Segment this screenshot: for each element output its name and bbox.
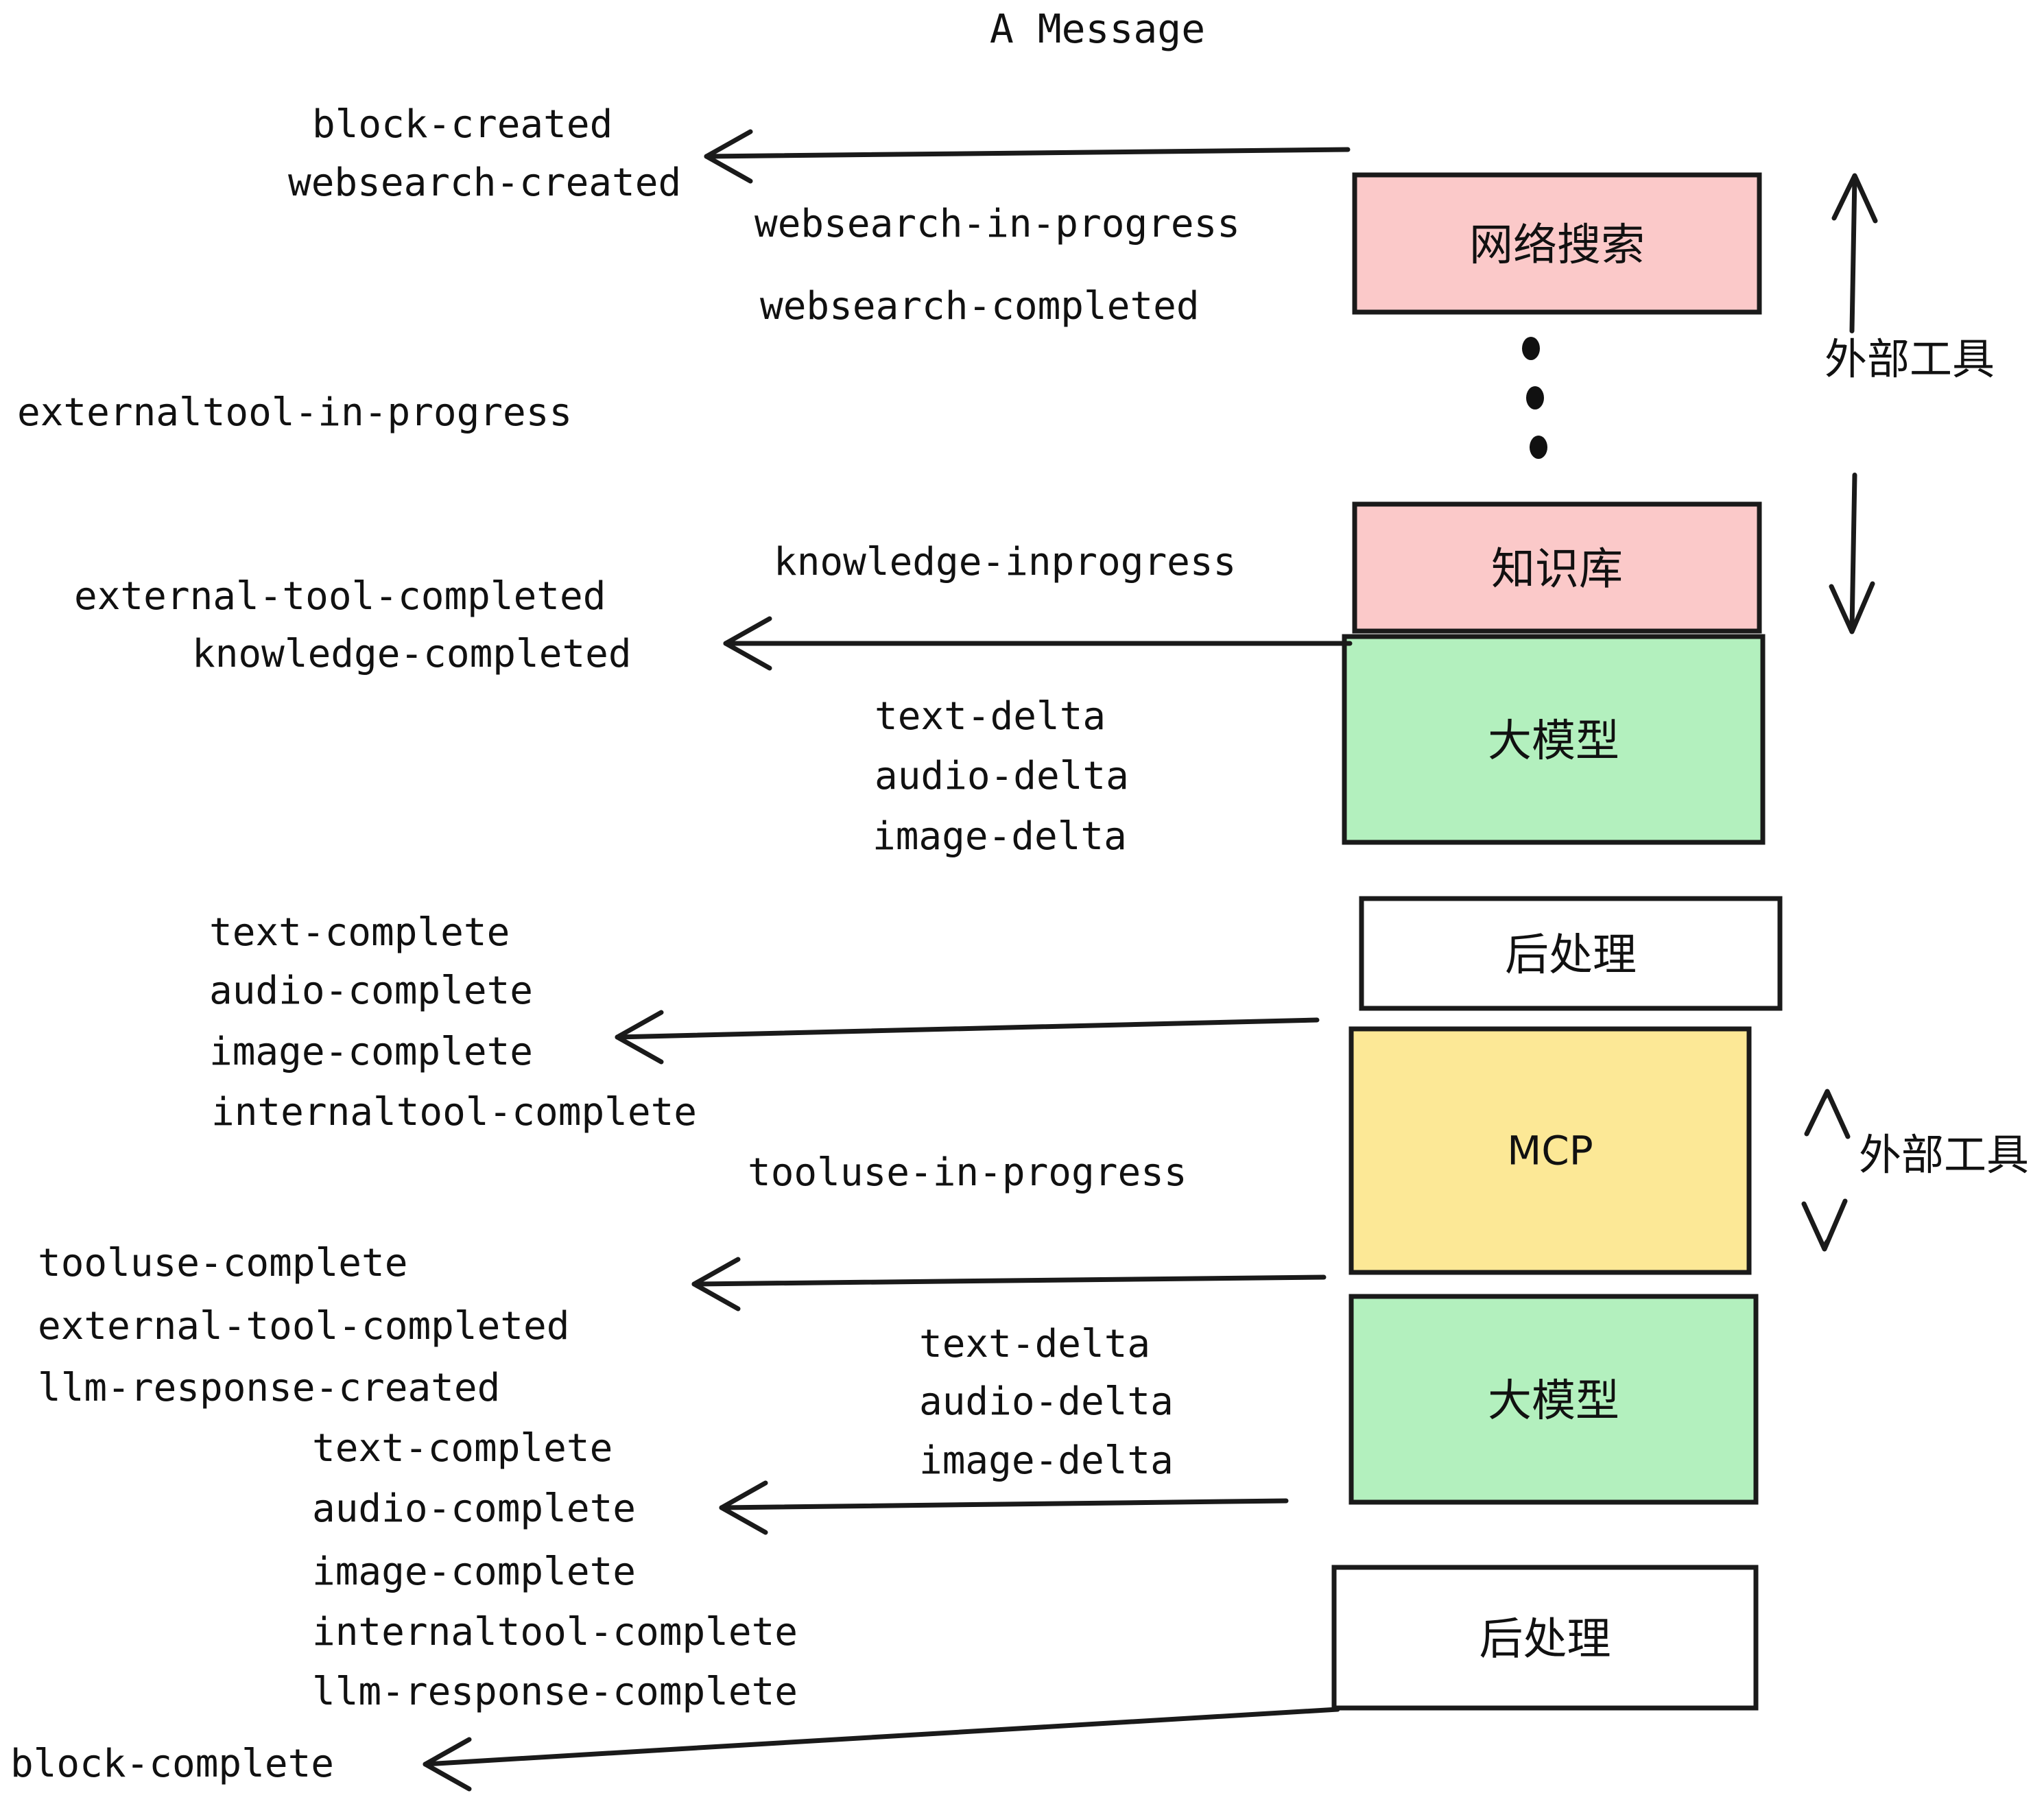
event-label-knowledge-completed: knowledge-completed	[192, 632, 632, 676]
arrow-block-created-head-icon	[704, 129, 753, 184]
ellipsis-dot-group	[1522, 337, 1547, 459]
node-box-label-llm-bottom: 大模型	[1488, 1376, 1619, 1427]
ellipsis-dot-1-icon	[1522, 337, 1540, 360]
arrow-image-complete-line	[615, 1017, 1320, 1040]
event-label-text-complete-1: text-complete	[209, 910, 510, 955]
event-label-llm-response-created: llm-response-created	[38, 1366, 500, 1410]
node-box-websearch: 网络搜索	[1352, 172, 1762, 315]
node-box-llm-top: 大模型	[1342, 634, 1766, 845]
event-label-text-delta-2: text-delta	[919, 1322, 1150, 1366]
side-annotation-label-external-tool-top: 外部工具	[1825, 334, 1995, 384]
arrow-tooluse-complete-head-icon	[691, 1257, 741, 1312]
event-label-tooluse-complete: tooluse-complete	[38, 1241, 407, 1285]
arrow-knowledge-completed	[723, 616, 1353, 671]
arrow-block-complete	[423, 1707, 1340, 1792]
node-box-label-post-bottom: 后处理	[1479, 1615, 1611, 1665]
external-tool-top-down-arrowhead-icon	[1829, 581, 1875, 634]
event-label-internaltool-complete-2: internaltool-complete	[312, 1610, 798, 1654]
event-label-external-tool-completed-2: external-tool-completed	[38, 1304, 569, 1349]
event-label-text-delta-1: text-delta	[875, 694, 1106, 739]
diagram-title: A Message	[990, 5, 1205, 52]
event-label-image-complete-2: image-complete	[312, 1550, 636, 1594]
event-label-internaltool-complete-1: internaltool-complete	[211, 1090, 697, 1135]
ellipsis-dot-2-icon	[1526, 386, 1544, 410]
event-label-websearch-in-progress: websearch-in-progress	[754, 202, 1240, 246]
event-label-websearch-completed: websearch-completed	[760, 284, 1200, 329]
arrow-block-complete-head-icon	[423, 1737, 472, 1792]
arrow-image-complete-head-icon	[615, 1010, 664, 1065]
event-label-llm-response-complete: llm-response-complete	[312, 1670, 798, 1714]
event-label-audio-delta-1: audio-delta	[875, 754, 1129, 798]
node-box-post-top: 后处理	[1359, 896, 1783, 1011]
node-box-label-mcp: MCP	[1507, 1128, 1593, 1174]
node-box-post-bottom: 后处理	[1331, 1565, 1759, 1711]
node-box-label-knowledge: 知识库	[1491, 545, 1623, 595]
node-box-knowledge: 知识库	[1352, 501, 1762, 634]
side-annotation-external-tool-top: 外部工具	[1825, 173, 1995, 634]
node-box-rect-mcp	[1348, 1026, 1752, 1275]
arrow-audio-complete-head-icon	[719, 1480, 768, 1535]
node-box-rect-post-top	[1359, 896, 1783, 1011]
flow-arrow-group	[423, 129, 1353, 1792]
event-label-audio-complete-2: audio-complete	[312, 1486, 636, 1531]
event-label-image-delta-1: image-delta	[872, 814, 1127, 859]
event-label-websearch-created: websearch-created	[288, 161, 681, 205]
arrow-tooluse-complete-line	[691, 1274, 1327, 1287]
arrow-block-complete-line	[423, 1707, 1340, 1767]
event-label-image-complete-1: image-complete	[209, 1030, 533, 1074]
node-box-llm-bottom: 大模型	[1348, 1294, 1759, 1505]
arrow-block-created-line	[704, 147, 1351, 159]
external-tool-bottom-up-arrowhead-icon	[1804, 1089, 1851, 1139]
event-label-block-complete: block-complete	[10, 1742, 334, 1786]
event-label-audio-complete-1: audio-complete	[209, 969, 533, 1013]
side-annotation-external-tool-bottom: 外部工具	[1801, 1089, 2029, 1252]
node-box-mcp: MCP	[1348, 1026, 1752, 1275]
event-label-external-tool-completed-1: external-tool-completed	[74, 574, 606, 619]
event-label-audio-delta-2: audio-delta	[919, 1379, 1174, 1424]
external-tool-top-down-line	[1849, 473, 1857, 632]
arrow-block-created	[704, 129, 1351, 184]
event-label-image-delta-2: image-delta	[919, 1438, 1174, 1483]
event-label-externaltool-in-progress: externaltool-in-progress	[17, 390, 572, 435]
event-label-knowledge-inprogress: knowledge-inprogress	[774, 540, 1236, 584]
node-box-label-websearch: 网络搜索	[1469, 220, 1645, 271]
node-box-rect-post-bottom	[1331, 1565, 1759, 1711]
node-box-rect-llm-bottom	[1348, 1294, 1759, 1505]
arrow-image-complete	[615, 1010, 1320, 1065]
ellipsis-dot-3-icon	[1530, 436, 1547, 459]
arrow-audio-complete	[719, 1480, 1289, 1535]
event-label-block-created: block-created	[312, 102, 613, 147]
node-box-rect-websearch	[1352, 172, 1762, 315]
node-box-rect-llm-top	[1342, 634, 1766, 845]
node-box-label-post-top: 后处理	[1505, 930, 1637, 981]
arrow-tooluse-complete	[691, 1257, 1327, 1312]
event-label-tooluse-in-progress: tooluse-in-progress	[748, 1150, 1187, 1195]
external-tool-top-up-arrowhead-icon	[1831, 173, 1878, 224]
external-tool-bottom-down-arrowhead-icon	[1801, 1198, 1848, 1252]
event-label-text-complete-2: text-complete	[312, 1426, 613, 1471]
arrow-audio-complete-line	[719, 1498, 1289, 1510]
arrow-knowledge-completed-head-icon	[723, 616, 772, 671]
event-label-group: block-created websearch-created websearch-…	[10, 102, 1240, 1786]
external-tool-top-up-line	[1849, 174, 1857, 333]
side-annotation-label-external-tool-bottom: 外部工具	[1859, 1130, 2029, 1180]
node-box-label-llm-top: 大模型	[1488, 716, 1619, 767]
node-box-rect-knowledge	[1352, 501, 1762, 634]
